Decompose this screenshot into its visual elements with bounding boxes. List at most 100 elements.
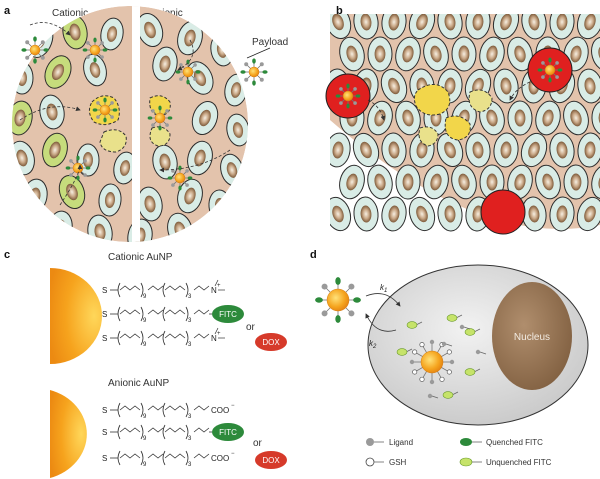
gold-nanoparticle bbox=[147, 105, 173, 131]
svg-text:9: 9 bbox=[143, 318, 147, 324]
tissue-cell bbox=[576, 196, 600, 232]
sulfur-atom: S bbox=[102, 454, 107, 463]
tissue-cell bbox=[339, 164, 365, 200]
free-gsh bbox=[475, 349, 487, 355]
intracellular-nanoparticle bbox=[409, 339, 455, 385]
tissue-cell bbox=[549, 132, 575, 168]
tissue-cell bbox=[437, 196, 463, 232]
tissue-cell bbox=[98, 183, 122, 217]
gold-nanoparticle bbox=[82, 37, 108, 63]
k2-arrow bbox=[365, 313, 397, 332]
tissue-cell bbox=[576, 14, 600, 40]
panel-d: d Nucleus k1 k2 Ligand GSH Quenched FITC… bbox=[310, 249, 589, 467]
quenched-fitc-legend-icon bbox=[460, 438, 472, 446]
legend-ligand: Ligand bbox=[389, 438, 413, 447]
tissue-cell bbox=[521, 14, 547, 40]
fitc-label: FITC bbox=[219, 310, 237, 319]
svg-text:9: 9 bbox=[143, 436, 147, 442]
tissue-cell bbox=[380, 69, 408, 103]
tissue-cell bbox=[577, 132, 600, 168]
legend-unquenched: Unquenched FITC bbox=[486, 458, 552, 467]
tissue-cell bbox=[352, 132, 380, 168]
released-fitc bbox=[446, 314, 463, 322]
tissue-cell bbox=[191, 101, 219, 135]
gold-nanoparticle bbox=[167, 165, 193, 191]
tissue-cell bbox=[535, 100, 561, 136]
svg-text:N: N bbox=[211, 334, 217, 343]
svg-text:9: 9 bbox=[143, 294, 147, 300]
svg-text:3: 3 bbox=[188, 414, 192, 420]
k1-arrow bbox=[365, 293, 401, 307]
tissue-cell bbox=[186, 61, 214, 95]
gold-nanoparticle bbox=[240, 58, 268, 86]
tissue-cell bbox=[521, 196, 547, 232]
unquenched-fitc-legend-icon bbox=[459, 457, 473, 467]
tissue-cell bbox=[451, 164, 477, 200]
tissue-cell bbox=[563, 100, 589, 136]
tissue-cell bbox=[152, 46, 178, 82]
dox-label: DOX bbox=[262, 456, 280, 465]
tissue-cell bbox=[330, 132, 351, 168]
tissue-cell bbox=[451, 36, 477, 72]
panel-b: b bbox=[325, 5, 600, 235]
legend-quenched: Quenched FITC bbox=[486, 438, 543, 447]
blood-vessel bbox=[480, 189, 526, 235]
dox-tag bbox=[255, 333, 287, 351]
svg-text:9: 9 bbox=[143, 342, 147, 348]
svg-text:+: + bbox=[217, 283, 221, 289]
gold-nanoparticle bbox=[92, 97, 118, 123]
panel-d-label: d bbox=[310, 249, 317, 261]
payload-pointer bbox=[246, 47, 271, 59]
tissue-cell bbox=[353, 196, 379, 232]
tissue-cross-section bbox=[12, 6, 248, 242]
tissue-cell bbox=[549, 14, 575, 40]
tissue-cell bbox=[563, 164, 589, 200]
trajectory-arrow bbox=[367, 99, 386, 121]
free-gsh bbox=[427, 393, 439, 399]
tissue-cell bbox=[83, 53, 107, 87]
tissue-cell bbox=[177, 20, 203, 56]
dox-tag bbox=[255, 451, 287, 469]
released-fitc bbox=[406, 321, 423, 329]
ligand-legend-icon bbox=[366, 438, 374, 446]
tissue-cell bbox=[492, 14, 520, 40]
gsh-legend-icon bbox=[365, 457, 375, 467]
tissue-cell bbox=[12, 61, 34, 95]
svg-text:3: 3 bbox=[188, 294, 192, 300]
tissue-cell bbox=[591, 100, 600, 136]
anionic-aunp-title: Anionic AuNP bbox=[108, 378, 169, 389]
ligand-chain: S 9 3 N+ bbox=[102, 327, 225, 348]
tissue-cell bbox=[408, 196, 436, 232]
svg-text:3: 3 bbox=[188, 318, 192, 324]
trajectory-arrow bbox=[159, 149, 231, 173]
panel-a: a Cationic Anionic Payload bbox=[4, 5, 288, 242]
payload-label: Payload bbox=[252, 37, 288, 48]
svg-text:+: + bbox=[217, 331, 221, 337]
tissue-cell bbox=[44, 55, 72, 89]
fitc-label: FITC bbox=[219, 428, 237, 437]
sulfur-atom: S bbox=[102, 334, 107, 343]
tissue-cell bbox=[423, 164, 449, 200]
nucleus-label: Nucleus bbox=[514, 332, 550, 343]
tissue-cell bbox=[330, 14, 352, 39]
cationic-aunp-title: Cationic AuNP bbox=[108, 252, 173, 263]
svg-text:3: 3 bbox=[188, 342, 192, 348]
free-gsh bbox=[459, 324, 471, 330]
svg-text:COO: COO bbox=[211, 406, 229, 415]
cationic-title: Cationic bbox=[52, 8, 88, 19]
panel-b-label: b bbox=[336, 5, 343, 17]
tissue-cell bbox=[395, 164, 421, 200]
sulfur-atom: S bbox=[102, 286, 107, 295]
svg-text:−: − bbox=[231, 403, 235, 409]
tissue-cell bbox=[493, 132, 519, 168]
tissue-cell bbox=[113, 151, 137, 185]
gold-nanoparticle bbox=[21, 36, 49, 64]
trajectory-arrow bbox=[177, 39, 194, 71]
tissue-cell bbox=[226, 113, 248, 147]
tissue-cell bbox=[42, 132, 68, 168]
